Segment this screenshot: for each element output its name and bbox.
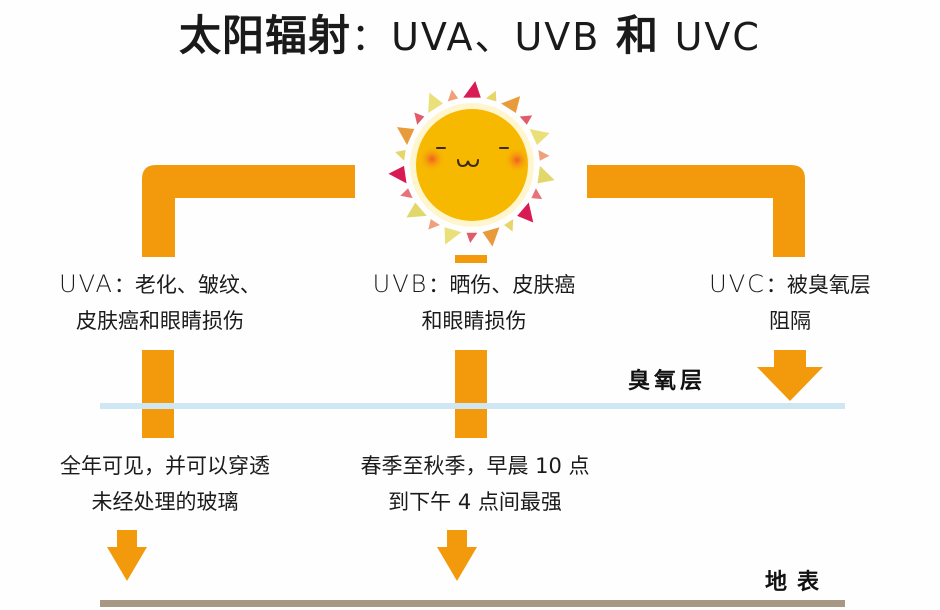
title-cn: 太阳辐射 <box>179 11 352 60</box>
title-uvb: UVB <box>514 15 601 59</box>
uva-effect-label: UVA：老化、皱纹、 皮肤癌和眼睛损伤 <box>40 266 280 339</box>
uvb-effect-label: UVB：晒伤、皮肤癌 和眼睛损伤 <box>350 266 598 339</box>
uva-connector-bar <box>142 350 174 438</box>
uvb-ground-line-1: 春季至秋季，早晨 10 点 <box>360 454 590 478</box>
sun-ray <box>388 165 407 184</box>
sun-icon <box>388 81 555 247</box>
sun-ray <box>517 202 534 223</box>
sun-ray <box>447 89 459 102</box>
uva-effect-line-1: UVA：老化、皱纹、 <box>59 270 261 298</box>
sun-ray <box>538 149 550 161</box>
uva-ground-line-2: 未经处理的玻璃 <box>91 490 239 514</box>
sun-mouth <box>457 159 479 168</box>
uva-effect-line-2: 皮肤癌和眼睛损伤 <box>76 309 244 333</box>
title-comma: 、 <box>474 15 515 59</box>
sun-ray <box>537 165 555 184</box>
uvc-effect-line-2: 阻隔 <box>769 309 811 333</box>
sun-ray <box>395 149 406 161</box>
uvc-down-arrow-icon <box>757 350 823 401</box>
sun-ray <box>428 92 443 114</box>
sun-ray <box>414 112 425 125</box>
sun-ray <box>482 227 500 247</box>
title-uvc: UVC <box>674 15 761 59</box>
ozone-layer-label: 臭氧层 <box>628 368 707 394</box>
sun-ray <box>504 219 514 232</box>
uva-ground-arrow-icon <box>107 530 147 581</box>
left-cheek <box>419 146 445 172</box>
uva-ground-line-1: 全年可见，并可以穿透 <box>60 454 270 478</box>
sun-ray <box>501 96 521 114</box>
uvc-bracket-arrow <box>587 165 805 257</box>
uva-ground-label: 全年可见，并可以穿透 未经处理的玻璃 <box>30 448 300 520</box>
sun-ray <box>531 188 543 200</box>
uvb-ground-label: 春季至秋季，早晨 10 点 到下午 4 点间最强 <box>335 448 615 520</box>
sun-ray <box>485 90 497 102</box>
uvb-ground-arrow-icon <box>437 530 477 581</box>
right-cheek <box>504 147 530 173</box>
title-conj: 和 <box>600 11 675 60</box>
sun-rays <box>388 81 555 247</box>
sun-ray <box>428 219 440 230</box>
uvc-effect-label: UVC：被臭氧层 阻隔 <box>680 266 900 339</box>
sun-ray <box>400 188 413 199</box>
uvc-effect-line-1: UVC：被臭氧层 <box>709 270 871 298</box>
sun-ray <box>466 232 478 243</box>
sun-ray <box>406 202 427 218</box>
diagram-title: 太阳辐射：UVA、UVB 和 UVC <box>0 8 940 65</box>
uvb-effect-line-1: UVB：晒伤、皮肤癌 <box>372 270 576 298</box>
uvb-stub <box>455 255 487 263</box>
sun-ray <box>529 128 550 146</box>
sun-ray <box>397 127 415 146</box>
uvb-effect-line-2: 和眼睛损伤 <box>421 309 527 333</box>
ozone-layer-line <box>100 403 845 409</box>
title-uva: UVA <box>391 15 475 59</box>
ground-label: 地表 <box>765 569 830 595</box>
title-sep: ： <box>351 15 392 59</box>
uvb-ground-line-2: 到下午 4 点间最强 <box>388 490 562 514</box>
uvb-connector-bar <box>455 350 487 438</box>
ground-line <box>100 600 845 607</box>
sun-ray <box>444 227 462 245</box>
uva-bracket-arrow <box>142 165 355 257</box>
sun-ray <box>519 115 533 125</box>
sun-ray <box>463 81 481 98</box>
